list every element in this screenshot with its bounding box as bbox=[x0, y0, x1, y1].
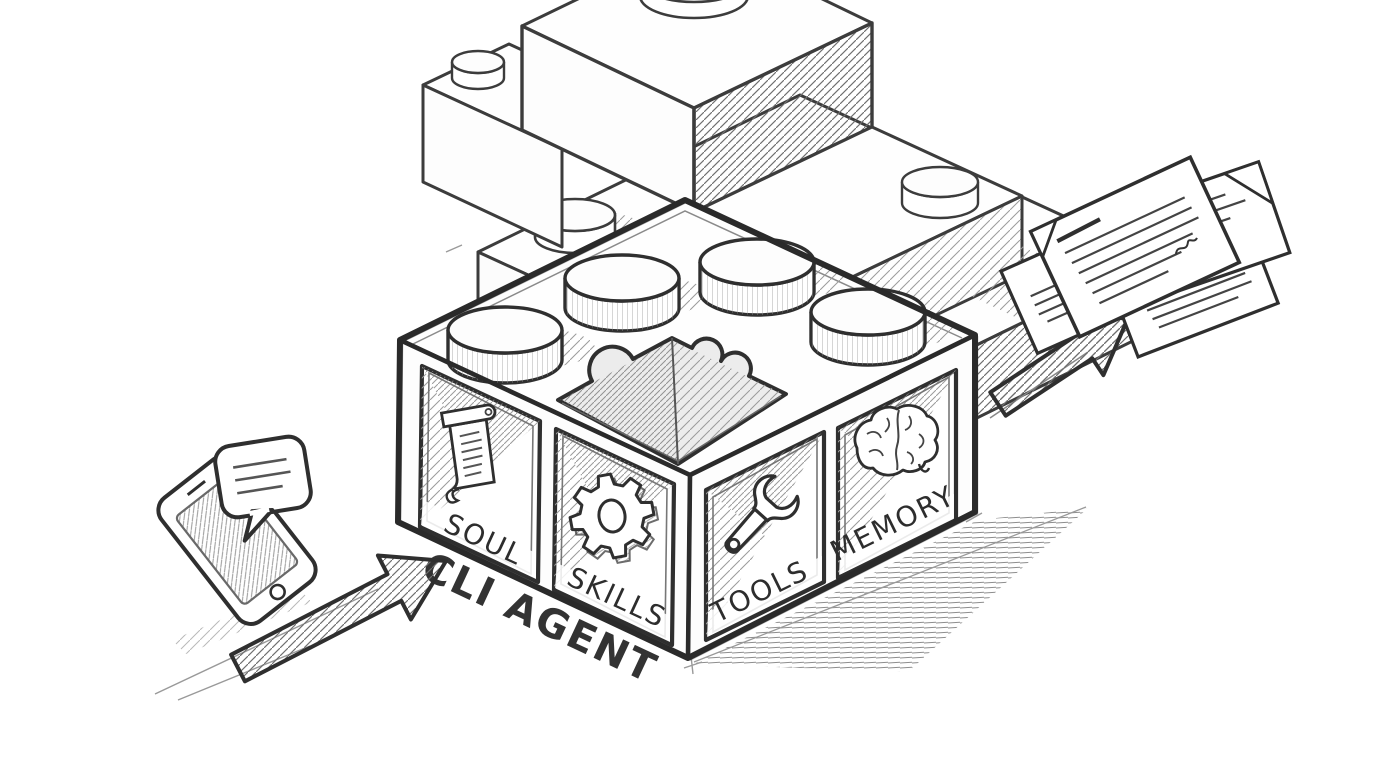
bubble-tail-join bbox=[249, 506, 270, 517]
gear-hole bbox=[597, 498, 627, 534]
brick-stud-side bbox=[639, 0, 749, 20]
stud-side-shading bbox=[565, 278, 679, 331]
construction-tick-marks bbox=[445, 244, 983, 675]
stud-top bbox=[563, 253, 681, 303]
panel-floor bbox=[707, 556, 822, 637]
module-panel-soul: SOUL bbox=[417, 363, 543, 585]
stud bbox=[698, 237, 816, 317]
module-panel-memory: MEMORY bbox=[825, 367, 961, 581]
brick-stud-top bbox=[450, 49, 506, 75]
wrench-head bbox=[752, 474, 800, 523]
puzzle-slot-right-wall bbox=[672, 340, 784, 462]
gear-icon bbox=[568, 472, 660, 565]
shadow-edge-line bbox=[693, 506, 1087, 663]
sheet-title-line bbox=[1056, 217, 1101, 244]
document-sheet-main bbox=[1028, 154, 1242, 340]
wrench-icon bbox=[724, 474, 800, 554]
sheet-folded-corner bbox=[1223, 160, 1275, 205]
brick-sketch-overstroke bbox=[399, 200, 979, 661]
cli-agent-brick: SOUL SKILLS bbox=[395, 197, 979, 661]
puzzle-slot-inner-lip bbox=[561, 395, 782, 462]
input-group bbox=[154, 434, 448, 701]
panel-floor bbox=[421, 500, 536, 579]
brick-ground-shadow bbox=[693, 506, 1088, 672]
documents-icon bbox=[998, 154, 1292, 359]
module-panel-skills: SKILLS bbox=[551, 426, 677, 648]
brain-folds bbox=[866, 415, 925, 465]
wrench-hole bbox=[727, 537, 741, 552]
brain-icon bbox=[853, 404, 940, 477]
puzzle-slot bbox=[556, 336, 788, 466]
stud-top bbox=[446, 305, 564, 355]
scroll-top-roll bbox=[439, 403, 497, 429]
panel-floor bbox=[839, 494, 954, 575]
stud-top bbox=[809, 287, 927, 337]
stud bbox=[809, 287, 927, 367]
phone-speaker bbox=[186, 480, 206, 496]
stud bbox=[446, 305, 564, 385]
stud bbox=[563, 253, 681, 333]
input-arrow bbox=[229, 553, 448, 684]
brain-outline bbox=[853, 404, 940, 477]
sheet-signature bbox=[1174, 237, 1198, 255]
scroll-bottom-curl bbox=[445, 488, 461, 504]
output-group bbox=[988, 154, 1292, 419]
brick-stud-top bbox=[900, 165, 980, 199]
puzzle-slot-left-wall bbox=[560, 340, 678, 462]
brain-stem bbox=[917, 463, 931, 473]
stud-top bbox=[698, 237, 816, 287]
scroll-text-lines bbox=[459, 430, 483, 478]
shadow-hatch bbox=[694, 508, 1088, 672]
brick-silhouette bbox=[395, 197, 978, 661]
stud-side-shading bbox=[811, 312, 925, 365]
scroll-icon bbox=[439, 403, 497, 504]
stud-side-shading bbox=[700, 262, 814, 315]
sheet-folded-corner bbox=[1029, 218, 1058, 259]
brick-inner-edges bbox=[399, 332, 977, 659]
phone-home-button bbox=[269, 583, 286, 601]
panel-floor bbox=[555, 563, 670, 642]
smartphone-icon bbox=[156, 454, 318, 626]
brain-fissure bbox=[895, 409, 900, 471]
puzzle-slot-ridge bbox=[671, 337, 679, 465]
sheet-text-lines bbox=[1064, 196, 1199, 305]
chat-bubble-icon bbox=[213, 434, 313, 543]
message-lines bbox=[232, 457, 291, 495]
stud-side-shading bbox=[448, 330, 562, 383]
brick-front-face bbox=[421, 83, 564, 249]
scroll-curl bbox=[484, 408, 493, 416]
